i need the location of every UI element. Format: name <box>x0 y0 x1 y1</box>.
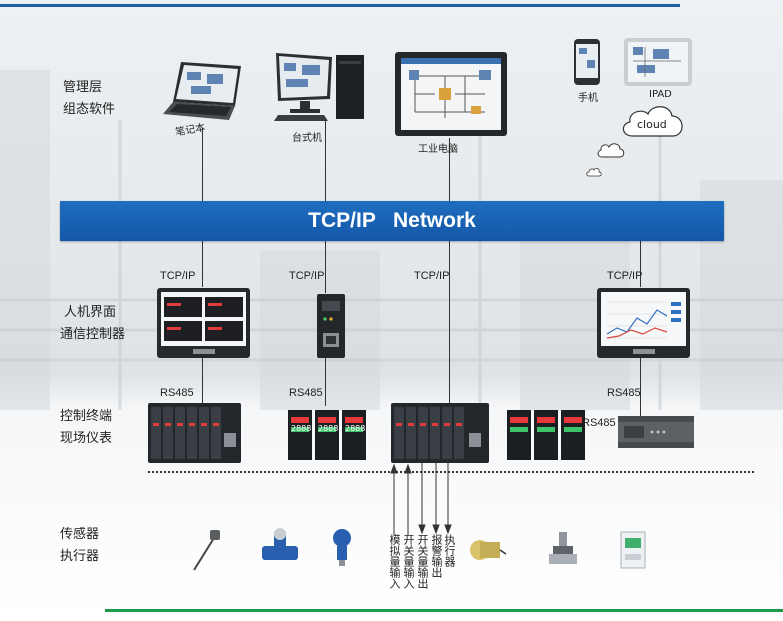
network-title: TCP/IP Network <box>308 209 476 232</box>
multi-channel-module-icon <box>148 403 241 463</box>
cloud-label: cloud <box>637 118 667 131</box>
tcpip-network-bar: TCP/IP Network <box>60 201 724 241</box>
link-ipc-network <box>449 138 450 201</box>
link-network-controller <box>325 241 326 293</box>
io-label-digital-output: 开关量输出 <box>416 534 429 589</box>
desktop-label: 台式机 <box>292 133 322 144</box>
layer-label-line: 管理层 <box>63 80 103 95</box>
link-hmi2-plc <box>640 358 641 416</box>
rs485-label: RS485 <box>607 387 641 399</box>
meter-reading: 2888 <box>318 424 339 433</box>
cloud-tiny-icon <box>586 167 602 177</box>
meter-reading: 2888 <box>345 424 366 433</box>
panel-meters-icon <box>288 410 366 460</box>
layer-label-line: 执行器 <box>60 549 100 564</box>
meter-reading: 2888 <box>291 424 312 433</box>
rs485-label: RS485 <box>289 387 323 399</box>
rs485-label: RS485 <box>160 387 194 399</box>
layer-label-line: 通信控制器 <box>60 327 126 342</box>
tcpip-label: TCP/IP <box>160 270 196 282</box>
cloud-icon <box>622 106 683 137</box>
hmi-trend-panel-icon <box>597 288 690 358</box>
multi-channel-module-icon <box>391 403 489 463</box>
layer-label-sensor: 传感器 执行器 <box>60 524 99 568</box>
layer-label-line: 控制终端 <box>60 409 113 424</box>
link-laptop-network <box>202 128 203 201</box>
field-boundary-line <box>148 471 754 473</box>
hmi-panel-icon <box>157 288 250 358</box>
layer-label-line: 现场仪表 <box>60 431 113 446</box>
layer-label-hmi: 人机界面 通信控制器 <box>60 302 125 346</box>
temperature-probe-icon <box>193 530 220 571</box>
pressure-transmitter-icon <box>333 529 351 566</box>
plc-controller-icon <box>618 416 694 448</box>
communication-controller-icon <box>317 294 345 358</box>
cloud-small-icon <box>597 143 625 158</box>
tcpip-label: TCP/IP <box>289 270 325 282</box>
industrial-pc-icon <box>395 52 507 136</box>
io-label-digital-input: 开关量输入 <box>402 534 415 589</box>
io-label-actuator: 执行器 <box>443 534 456 567</box>
bottom-accent-line <box>105 609 783 612</box>
layer-label-management: 管理层 组态软件 <box>63 77 115 121</box>
layer-label-terminal: 控制终端 现场仪表 <box>60 406 112 450</box>
io-label-alarm-output: 报警输出 <box>430 534 443 578</box>
layer-label-line: 组态软件 <box>63 102 116 117</box>
ipad-label: IPAD <box>649 89 672 100</box>
tcpip-label: TCP/IP <box>607 270 643 282</box>
desktop-computer-icon <box>274 53 364 121</box>
link-network-hmi2 <box>640 241 641 287</box>
signal-isolator-icon <box>620 531 646 569</box>
layer-label-line: 传感器 <box>60 527 100 542</box>
rs485-label: RS485 <box>582 417 616 429</box>
top-accent-line <box>0 4 680 7</box>
tcpip-label: TCP/IP <box>414 270 450 282</box>
layer-label-line: 人机界面 <box>64 305 117 320</box>
link-hmi1-meters <box>202 358 203 403</box>
io-label-analog-input: 模拟量输入 <box>388 534 401 589</box>
flowmeter-icon <box>262 528 298 560</box>
link-network-hmi1 <box>202 241 203 287</box>
phone-icon <box>574 39 600 85</box>
laptop-icon <box>163 62 241 120</box>
link-network-module <box>449 241 450 406</box>
io-signal-arrows <box>390 463 452 535</box>
tablet-icon <box>624 38 692 86</box>
link-desktop-network <box>325 120 326 201</box>
control-valve-icon <box>549 532 577 564</box>
link-controller-meters <box>325 358 326 406</box>
phone-label: 手机 <box>578 93 598 104</box>
ipc-label: 工业电脑 <box>418 144 458 155</box>
panel-meters-icon <box>507 410 585 460</box>
proximity-sensor-icon <box>470 540 506 560</box>
